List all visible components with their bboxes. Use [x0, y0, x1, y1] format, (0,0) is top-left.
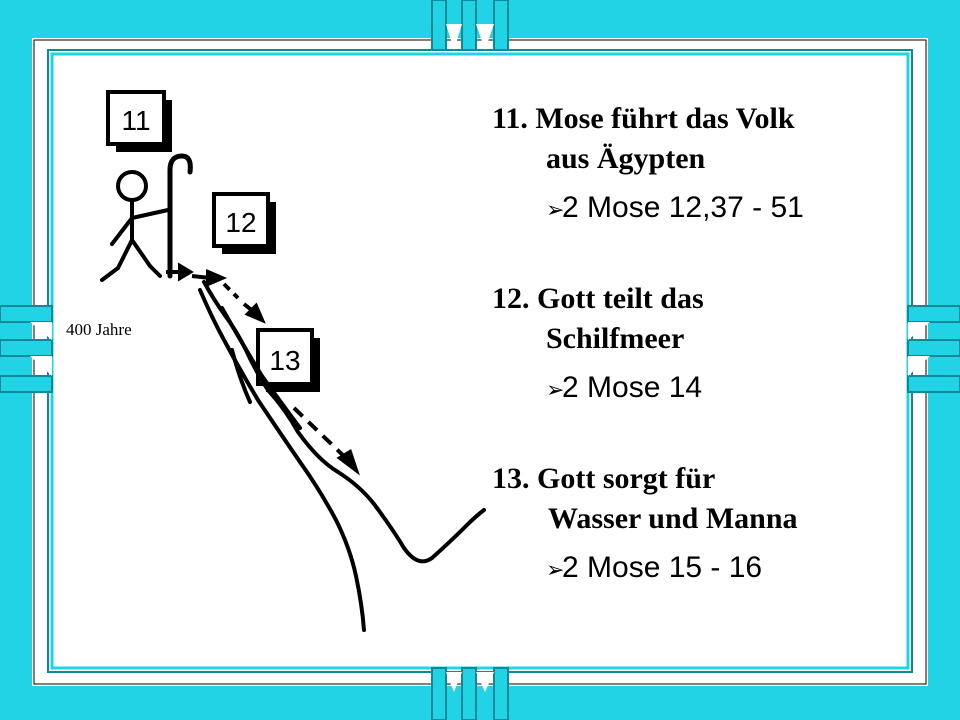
years-label: 400 Jahre	[66, 320, 132, 339]
box-13: 13	[256, 328, 320, 392]
item-11-title-line1: 11. Mose führt das Volk	[492, 102, 795, 135]
arrow-right-bullet-icon: ➢	[546, 377, 565, 402]
item-13-title-line2: Wasser und Manna	[548, 502, 798, 535]
item-13-reference-row: ➢2 Mose 15 - 16	[546, 550, 762, 588]
item-12-reference-row: ➢2 Mose 14	[546, 370, 702, 408]
stick-figure	[100, 170, 170, 282]
box-11-label: 11	[121, 105, 150, 136]
item-12-title-line2: Schilfmeer	[546, 322, 685, 355]
arrow-right-bullet-icon: ➢	[546, 557, 565, 582]
item-11-reference: 2 Mose 12,37 - 51	[562, 191, 804, 224]
item-13-title-line1: 13. Gott sorgt für	[492, 462, 716, 495]
arrow-right-bullet-icon: ➢	[546, 197, 565, 222]
box-12-label: 12	[225, 207, 256, 238]
box-12: 12	[212, 192, 276, 254]
item-12-reference: 2 Mose 14	[562, 371, 703, 404]
item-11-title-line2: aus Ägypten	[546, 142, 706, 175]
shepherd-staff	[167, 153, 193, 279]
path-arrows	[166, 262, 360, 476]
box-11: 11	[106, 90, 172, 152]
item-11-reference-row: ➢2 Mose 12,37 - 51	[546, 190, 804, 228]
river-lines	[198, 280, 486, 632]
box-13-label: 13	[269, 345, 300, 376]
item-13-reference: 2 Mose 15 - 16	[562, 551, 763, 584]
item-12-title-line1: 12. Gott teilt das	[492, 282, 704, 315]
